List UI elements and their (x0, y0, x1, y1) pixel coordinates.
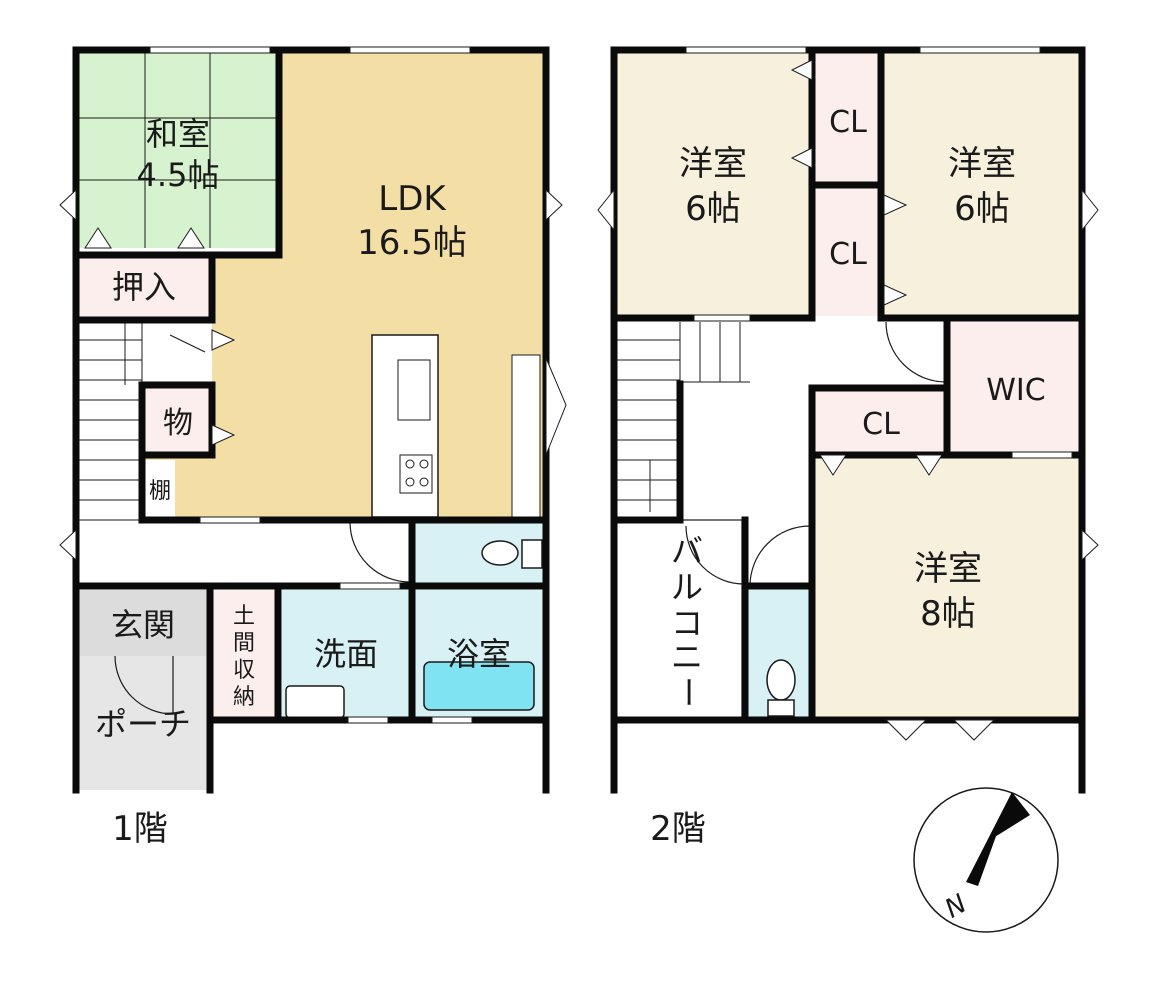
washitsu-size: 4.5帖 (137, 156, 220, 194)
room-ne-label: 洋室 (948, 144, 1016, 184)
cl3-label: CL (862, 407, 900, 442)
oshiire-label: 押入 (112, 268, 176, 306)
yokushitsu-label: 浴室 (447, 635, 511, 673)
cl2-label: CL (829, 237, 867, 272)
doma-label-4: 納 (233, 685, 255, 710)
wic-room (950, 322, 1082, 452)
balcony-label-5: ー (669, 676, 707, 708)
mono-label: 物 (163, 406, 193, 441)
doors-2f (685, 321, 947, 587)
fixtures-1f (285, 539, 543, 719)
washitsu-label: 和室 (146, 115, 210, 153)
cl1-label: CL (829, 105, 867, 140)
ldk-room (145, 50, 546, 522)
tana-label: 棚 (149, 479, 171, 504)
tana-shelf (145, 460, 175, 518)
cl3-room (815, 390, 947, 452)
mono-room (145, 388, 212, 453)
porch-label: ポーチ (95, 705, 191, 743)
floor1-caption: 1階 (112, 809, 168, 849)
compass-needle-icon (966, 792, 1012, 886)
doors-1f (114, 521, 411, 715)
balcony-label-3: コ (671, 604, 703, 642)
cl1-room (815, 50, 881, 182)
genkan-label: 玄関 (111, 606, 175, 644)
floor2-caption: 2階 (650, 809, 706, 849)
balcony-label-2: ル (671, 568, 703, 606)
wic-label: WIC (986, 373, 1045, 408)
stairs-2f (614, 322, 750, 512)
floor-1: 和室 4.5帖 押入 LDK 16.5帖 物 棚 玄関 土 間 収 納 洗面 浴… (59, 46, 567, 849)
porch-area (76, 656, 210, 790)
room-ne-size: 6帖 (954, 189, 1010, 229)
washitsu-room (76, 50, 279, 248)
room-s (815, 455, 1083, 720)
room-nw-label: 洋室 (679, 144, 747, 184)
floor-2: 洋室 6帖 CL CL 洋室 6帖 WIC CL 洋室 8帖 バ ル コ ニ ー… (597, 46, 1099, 849)
kitchen-counter (371, 334, 541, 518)
genkan-area (76, 590, 210, 656)
labels-2f: 洋室 6帖 CL CL 洋室 6帖 WIC CL 洋室 8帖 バ ル コ ニ ー… (650, 105, 1046, 849)
oshiire-room (76, 255, 212, 317)
compass: N (913, 787, 1059, 933)
doma-label-3: 収 (233, 658, 255, 683)
balcony-label-4: ニ (671, 638, 703, 676)
labels-1f: 和室 4.5帖 押入 LDK 16.5帖 物 棚 玄関 土 間 収 納 洗面 浴… (95, 115, 511, 849)
room-nw (614, 50, 812, 318)
room-nw-size: 6帖 (685, 189, 741, 229)
doma-label-1: 土 (233, 604, 255, 629)
tatami-lines (76, 50, 279, 248)
senmen-label: 洗面 (314, 635, 378, 673)
room-ne (884, 50, 1084, 318)
doma-storage (210, 590, 278, 720)
doma-label-2: 間 (233, 631, 255, 656)
ldk-size: 16.5帖 (357, 223, 467, 263)
windows-1f (59, 46, 567, 724)
compass-needle-side-icon (990, 792, 1030, 840)
ldk-label: LDK (378, 179, 447, 219)
windows-2f (597, 46, 1099, 741)
fixtures-2f (766, 659, 796, 717)
cl2-room (815, 188, 881, 316)
balcony-label-1: バ (671, 532, 703, 570)
room-s-size: 8帖 (920, 594, 976, 634)
room-s-label: 洋室 (914, 549, 982, 589)
